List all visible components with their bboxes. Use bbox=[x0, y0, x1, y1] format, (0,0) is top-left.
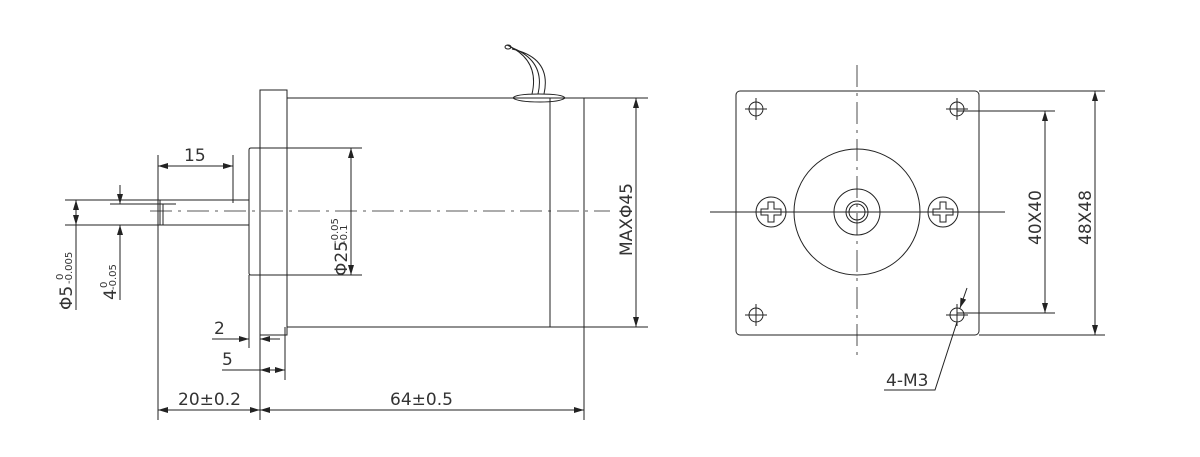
flange bbox=[259, 89, 288, 336]
dim-flange-size: 48X48 bbox=[1076, 190, 1096, 245]
dim-pilot-diameter: Φ25 -0.05 -0.1 bbox=[330, 218, 352, 276]
front-view: 40X40 48X48 4-M3 bbox=[710, 65, 1105, 391]
dim-flange-thickness: 2 bbox=[214, 319, 225, 339]
dim-shaft-extension: 20±0.2 bbox=[178, 390, 241, 410]
body-circle bbox=[793, 148, 921, 276]
svg-text:0: 0 bbox=[99, 282, 110, 288]
svg-text:Φ5: Φ5 bbox=[57, 286, 77, 310]
svg-text:-0.1: -0.1 bbox=[339, 224, 350, 244]
svg-text:-0.005: -0.005 bbox=[64, 252, 75, 284]
svg-text:-0.05: -0.05 bbox=[108, 264, 119, 290]
shaft-circle bbox=[845, 200, 869, 224]
side-view: 15 Φ5 0 -0.005 4 0 -0.05 Φ25 -0.05 -0.1 … bbox=[55, 44, 648, 420]
dim-body-diameter: MAXΦ45 bbox=[617, 183, 637, 256]
screw-left bbox=[755, 196, 787, 228]
shaft bbox=[65, 199, 249, 226]
mounting-holes bbox=[745, 98, 968, 326]
dim-shaft-diameter: Φ5 0 -0.005 bbox=[55, 252, 77, 310]
hub-circle bbox=[833, 188, 881, 236]
svg-text:Φ25: Φ25 bbox=[332, 241, 352, 276]
motor-body bbox=[287, 97, 648, 420]
dim-flat-height: 4 0 -0.05 bbox=[99, 264, 121, 300]
pilot-boss bbox=[248, 147, 260, 276]
svg-text:-0.05: -0.05 bbox=[330, 218, 341, 244]
screw-right bbox=[927, 196, 959, 228]
dim-hole-spacing: 40X40 bbox=[1026, 190, 1046, 245]
hole-callout: 4-M3 bbox=[886, 371, 928, 391]
dim-body-length: 64±0.5 bbox=[390, 390, 453, 410]
svg-text:4: 4 bbox=[101, 289, 121, 300]
svg-text:0: 0 bbox=[55, 274, 66, 280]
dim-shaft-length: 15 bbox=[184, 146, 206, 166]
lead-wires bbox=[504, 44, 566, 103]
dim-pilot-height: 5 bbox=[222, 350, 233, 370]
square-flange bbox=[735, 90, 980, 336]
